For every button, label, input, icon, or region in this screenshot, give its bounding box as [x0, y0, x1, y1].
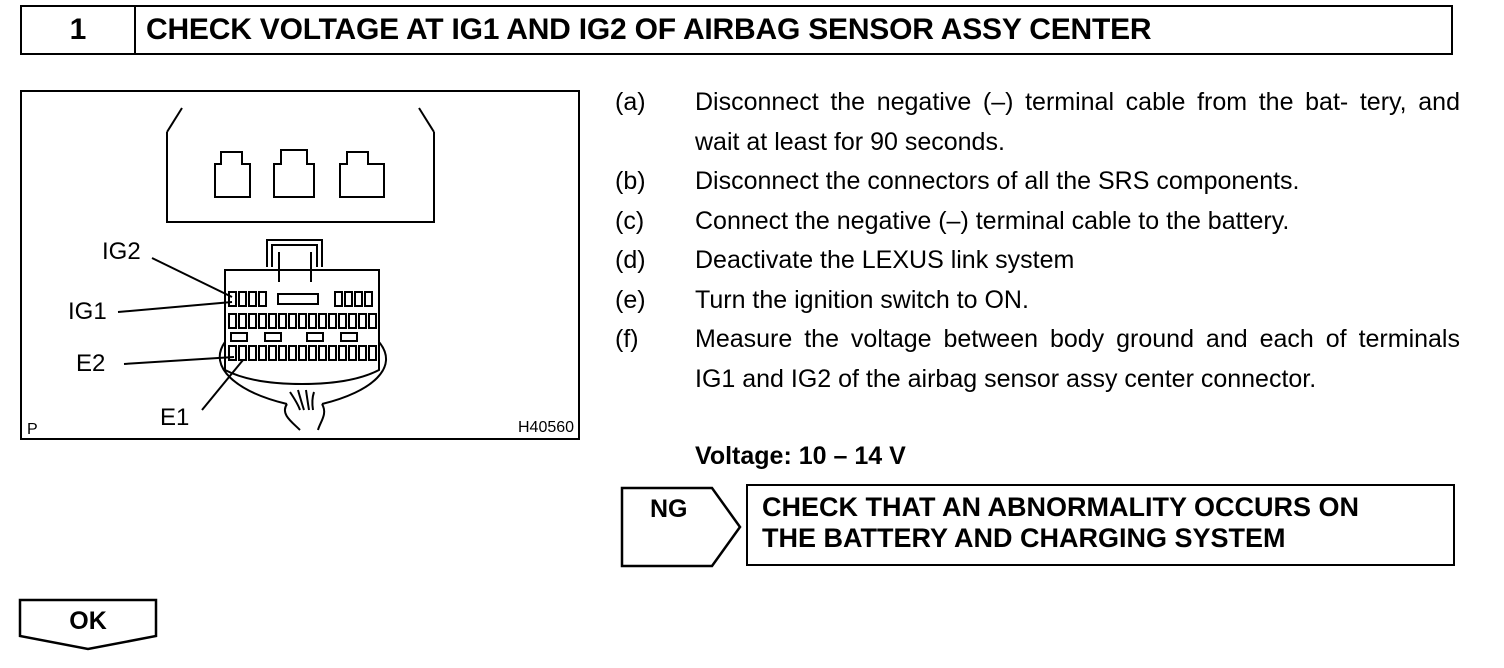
step-text: Turn the ignition switch to ON.	[695, 285, 1029, 314]
step-letter: (b)	[615, 167, 646, 195]
step-number: 1	[22, 7, 136, 53]
procedure-steps: (a) Disconnect the negative (–) terminal…	[615, 83, 1460, 399]
step-text: Measure the voltage between body ground …	[695, 325, 1460, 393]
e1-label: E1	[160, 404, 190, 431]
connector-diagram: IG2 IG1 E2 E1 P H40560	[20, 90, 580, 440]
step-letter: (c)	[615, 206, 645, 235]
ng-action-line2: THE BATTERY AND CHARGING SYSTEM	[762, 523, 1286, 553]
step-text: Disconnect the connectors of all the SRS…	[695, 167, 1300, 195]
ok-label: OK	[69, 607, 107, 635]
e2-label: E2	[76, 350, 106, 377]
step-letter: (f)	[615, 325, 639, 353]
step-c: (c) Connect the negative (–) terminal ca…	[615, 202, 1460, 242]
step-header: 1 CHECK VOLTAGE AT IG1 AND IG2 OF AIRBAG…	[20, 5, 1453, 55]
step-letter: (d)	[615, 246, 646, 274]
figure-code: H40560	[518, 419, 575, 436]
ig1-label: IG1	[68, 298, 107, 325]
step-text: Deactivate the LEXUS link system	[695, 246, 1075, 274]
step-text: Disconnect the negative (–) terminal cab…	[695, 88, 1460, 156]
step-b: (b) Disconnect the connectors of all the…	[615, 162, 1460, 202]
voltage-spec: Voltage: 10 – 14 V	[695, 442, 906, 470]
ng-arrow-icon	[620, 486, 742, 568]
step-letter: (a)	[615, 88, 646, 116]
connector-illustration	[117, 107, 435, 431]
step-letter: (e)	[615, 285, 646, 314]
step-text: Connect the negative (–) terminal cable …	[695, 206, 1290, 235]
step-f: (f) Measure the voltage between body gro…	[615, 320, 1460, 399]
corner-mark: P	[27, 421, 38, 438]
ng-action-line1: CHECK THAT AN ABNORMALITY OCCURS ON	[762, 492, 1359, 522]
step-e: (e) Turn the ignition switch to ON.	[615, 281, 1460, 321]
ig2-label: IG2	[102, 238, 141, 265]
ok-arrow-icon	[18, 598, 158, 651]
step-d: (d) Deactivate the LEXUS link system	[615, 241, 1460, 281]
ng-action-box: CHECK THAT AN ABNORMALITY OCCURS ON THE …	[746, 484, 1455, 566]
step-title: CHECK VOLTAGE AT IG1 AND IG2 OF AIRBAG S…	[146, 13, 1152, 46]
step-a: (a) Disconnect the negative (–) terminal…	[615, 83, 1460, 162]
ng-label: NG	[650, 495, 688, 523]
